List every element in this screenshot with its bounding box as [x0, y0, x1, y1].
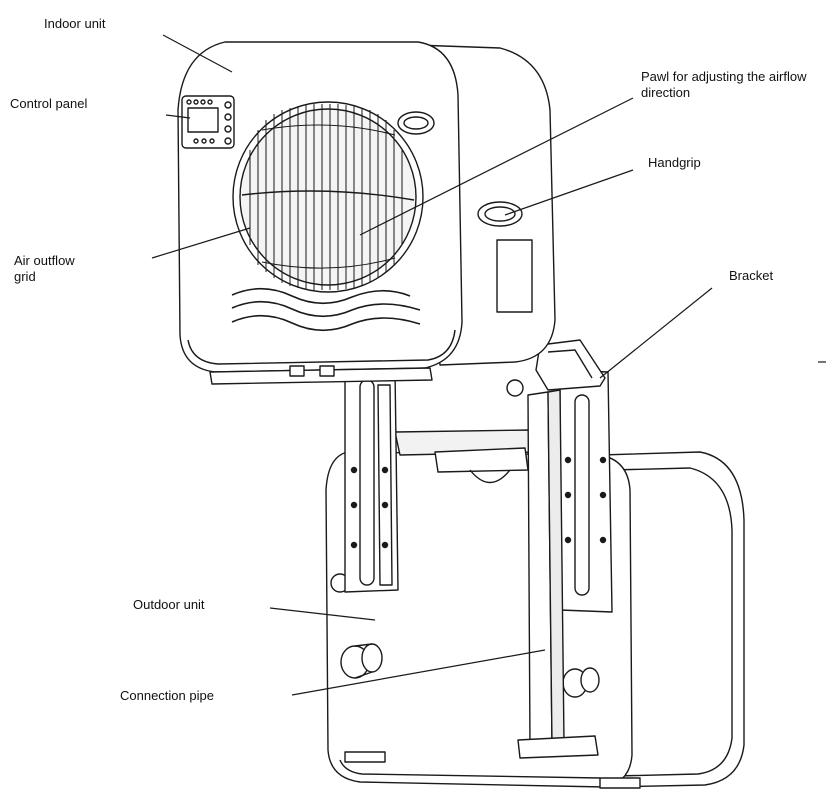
label-outdoor-unit: Outdoor unit [133, 597, 205, 612]
label-control-panel: Control panel [10, 96, 88, 111]
leader-outdoor-unit [269, 607, 376, 621]
leader-lines [151, 34, 826, 696]
leader-indoor-unit [162, 34, 233, 73]
right-bracket [506, 339, 613, 759]
leader-bracket [599, 287, 713, 379]
indoor-bottom-fittings [289, 365, 335, 377]
label-pawl-airflow: Pawl for adjusting the airflow direction [641, 69, 806, 101]
label-handgrip: Handgrip [648, 155, 701, 170]
label-connection-pipe: Connection pipe [120, 688, 214, 703]
leader-pawl [359, 97, 634, 236]
front-wave-decor [231, 287, 421, 332]
label-bracket: Bracket [729, 268, 774, 283]
label-pawl-line1: Pawl for adjusting the airflow [641, 69, 807, 84]
leader-handgrip [504, 169, 634, 216]
leader-control-panel [165, 114, 191, 119]
label-air-outflow-grid-line1: Air outflow [14, 253, 75, 268]
label-air-outflow-grid-line2: grid [14, 269, 36, 284]
leader-air-outflow-grid [151, 227, 251, 259]
label-indoor-unit: Indoor unit [44, 16, 106, 31]
label-pawl-line2: direction [641, 85, 691, 100]
label-air-outflow-grid: Air outflow grid [14, 253, 75, 285]
left-bracket [344, 369, 399, 593]
indoor-unit-body [177, 41, 556, 385]
air-outflow-grille-hatch [241, 104, 415, 290]
leader-connection-pipe [291, 649, 546, 696]
